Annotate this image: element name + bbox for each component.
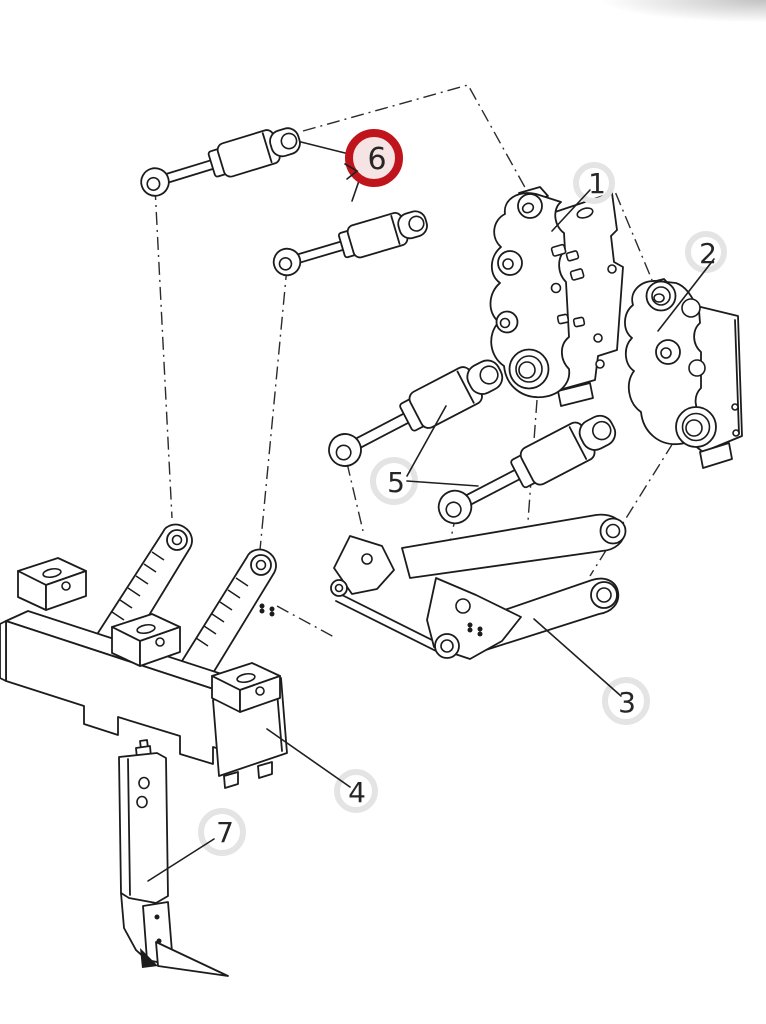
callout-3[interactable]: [602, 677, 650, 725]
callout-numbers: 1 2 3 4 5 6 7: [216, 142, 717, 849]
callout-6-arrow: [344, 163, 359, 180]
callout-3-number: 3: [618, 686, 636, 719]
callout-1[interactable]: [573, 162, 615, 204]
cylinder-part-5-upper: [320, 350, 511, 477]
callout-7-number: 7: [216, 816, 234, 849]
bracket-part-1: [489, 186, 624, 407]
bracket-part-2: [624, 278, 743, 469]
callout-6-highlighted[interactable]: [344, 129, 403, 187]
linkage-part-3: [330, 513, 627, 660]
frame-part-4: [0, 523, 288, 789]
callout-5-number: 5: [387, 466, 405, 499]
callout-4[interactable]: [334, 769, 378, 813]
cylinder-part-6-lower: [268, 203, 432, 283]
callout-6-number: 6: [367, 142, 386, 177]
shank-part-7: [118, 739, 229, 977]
window-edge-artifact: [551, 0, 766, 26]
cylinder-part-5-lower: [429, 405, 624, 535]
callout-7[interactable]: [198, 808, 246, 856]
callout-4-number: 4: [348, 776, 366, 809]
cylinder-part-6-upper: [135, 120, 306, 204]
callout-1-number: 1: [588, 167, 606, 200]
callout-2-number: 2: [699, 237, 717, 270]
